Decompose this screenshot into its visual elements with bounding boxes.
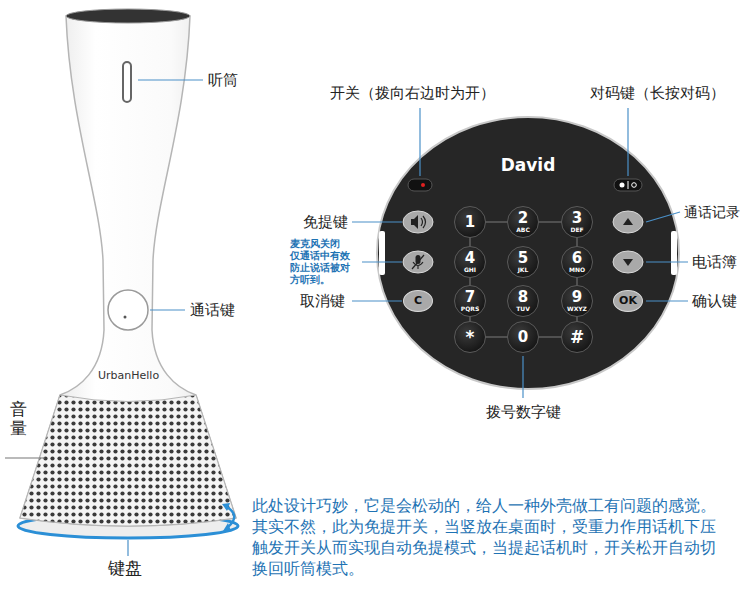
speaker-key (403, 211, 433, 233)
pair-button (614, 179, 642, 191)
earpiece-slot (123, 62, 131, 102)
leader-line (352, 300, 402, 301)
key-letters: TUV (516, 305, 530, 312)
dial-key: 0 (507, 321, 539, 353)
dial-key: 6MNO (561, 246, 593, 278)
leader-line (646, 300, 688, 301)
part-label: 通话键 (190, 300, 235, 320)
note-text: 此处设计巧妙，它是会松动的，给人一种外壳做工有问题的感觉。 其实不然，此为免提开… (252, 495, 742, 579)
handset-body (20, 16, 236, 526)
dial-frame (470, 222, 577, 337)
key-digit: 5 (518, 251, 528, 266)
side-strip (671, 231, 677, 275)
key-digit: # (570, 329, 584, 346)
key-letters: DEF (570, 226, 583, 233)
dial-key: 4GHI (454, 246, 486, 278)
pair-icon (632, 183, 637, 188)
leader-line (522, 356, 523, 398)
down-icon (623, 259, 633, 266)
part-label: 听筒 (208, 70, 238, 90)
top-opening (66, 9, 190, 23)
leader-line (150, 309, 185, 310)
function-key: OK (613, 290, 643, 312)
key-digit: * (466, 329, 475, 346)
dial-key: 5JKL (507, 246, 539, 278)
speaker-icon (421, 216, 426, 228)
dial-key: 1 (454, 206, 486, 238)
brand-logo: UrbanHello (98, 366, 159, 386)
history-key (613, 211, 643, 233)
key-digit: 8 (518, 290, 528, 305)
leader-line (352, 221, 402, 222)
part-label: 拨号数字键 (486, 402, 561, 422)
dial-key: 3DEF (561, 206, 593, 238)
part-label: 开关（拨向右边时为开） (330, 83, 495, 103)
part-label: 键盘 (108, 558, 142, 578)
leader-line (627, 108, 628, 176)
dial-key: 2ABC (507, 206, 539, 238)
keypad-body: David 1 2ABC 3DEF 4GHI 5JKL 6MNO C 7PQRS 8TUV 9WXY… (375, 115, 681, 391)
part-label: 确认键 (692, 291, 737, 311)
device-name: David (375, 154, 681, 176)
button-dot (124, 316, 127, 319)
part-label: 音量 (10, 400, 27, 437)
part-label: 取消键 (300, 291, 345, 311)
pair-icon (628, 181, 629, 189)
mic-slash (412, 255, 424, 269)
key-label: OK (619, 295, 637, 307)
leader-line (138, 79, 203, 80)
key-digit: 7 (465, 290, 475, 305)
key-digit: 1 (465, 215, 475, 230)
key-digit: 6 (572, 251, 582, 266)
arrow-head (222, 503, 230, 511)
key-digit: 0 (518, 330, 528, 345)
note-text: 麦克风关闭 仅通话中有效 防止说话被对 方听到。 (290, 238, 356, 286)
call-button (108, 290, 148, 330)
leader-line (362, 261, 402, 262)
key-label: C (414, 295, 422, 307)
power-switch (408, 179, 432, 191)
leader-line (646, 212, 680, 222)
part-label: 通话记录 (684, 202, 740, 222)
arrow-head (223, 523, 231, 531)
dial-key: * (454, 321, 486, 353)
phonebook-key (613, 251, 643, 273)
key-digit: 3 (572, 211, 582, 226)
key-letters: GHI (464, 266, 476, 273)
key-digit: 4 (465, 251, 475, 266)
pair-icon (620, 183, 625, 188)
dial-key: 9WXYZ (561, 285, 593, 317)
switch-dot (421, 183, 425, 187)
key-letters: WXYZ (567, 305, 587, 312)
dial-key: 8TUV (507, 285, 539, 317)
mute-key (403, 251, 433, 273)
key-letters: ABC (516, 226, 530, 233)
leader-line (646, 261, 688, 262)
up-icon (623, 218, 633, 225)
speaker-icon (411, 215, 418, 229)
dial-key: 7PQRS (454, 285, 486, 317)
part-label: 免提键 (303, 212, 348, 232)
speaker-grille (20, 395, 236, 526)
dial-key: # (561, 321, 593, 353)
key-letters: PQRS (461, 305, 479, 312)
part-label: 电话簿 (692, 252, 737, 272)
leader-line (127, 540, 128, 556)
key-letters: JKL (518, 266, 529, 273)
volume-marker (5, 457, 45, 458)
leader-line (419, 108, 420, 176)
part-label: 对码键（长按对码） (590, 83, 725, 103)
side-strip (379, 231, 385, 275)
key-digit: 2 (518, 211, 528, 226)
key-digit: 9 (572, 290, 582, 305)
key-letters: MNO (569, 266, 585, 273)
function-key: C (403, 290, 433, 312)
